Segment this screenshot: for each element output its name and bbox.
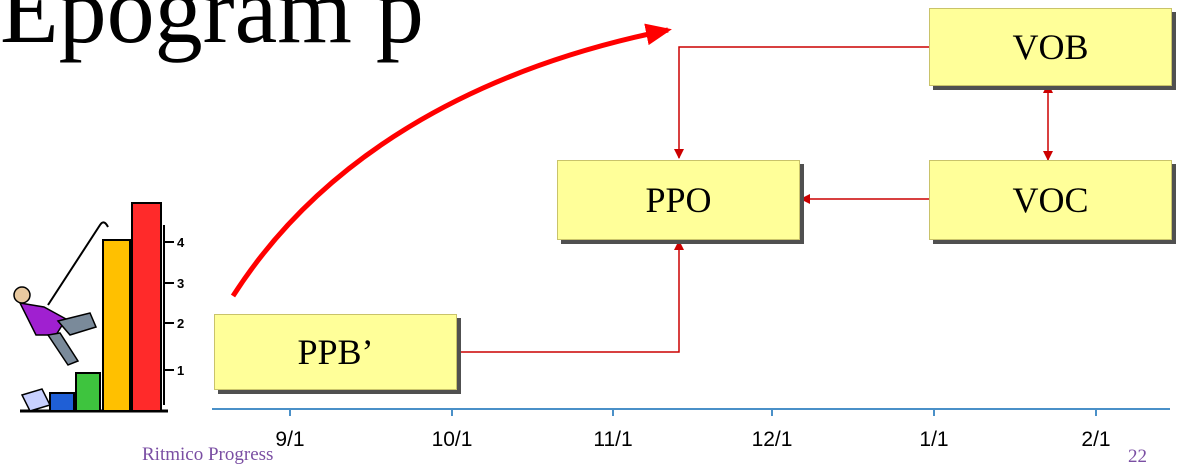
box-ppo: PPO bbox=[557, 160, 800, 240]
box-vob-label: VOB bbox=[1012, 27, 1089, 67]
timeline-tick-label: 11/1 bbox=[593, 428, 633, 451]
timeline-tick-marks bbox=[289, 409, 1097, 416]
footer-label: Ritmico Progress bbox=[142, 444, 274, 465]
connector-vob-ppo bbox=[674, 46, 930, 159]
svg-text:2: 2 bbox=[177, 316, 184, 331]
progress-arrow bbox=[230, 23, 672, 298]
svg-text:1: 1 bbox=[177, 363, 184, 378]
timeline-tick-label: 2/1 bbox=[1081, 428, 1111, 451]
svg-text:3: 3 bbox=[177, 276, 184, 291]
timeline-tick-label: 12/1 bbox=[751, 428, 793, 451]
box-voc: VOC bbox=[929, 160, 1172, 240]
box-ppo-label: PPO bbox=[645, 180, 712, 220]
timeline-tick-label: 10/1 bbox=[431, 428, 473, 451]
box-vob: VOB bbox=[929, 8, 1172, 86]
timeline-tick-label: 9/1 bbox=[275, 428, 305, 451]
connector-ppb-ppo bbox=[457, 240, 684, 353]
svg-text:4: 4 bbox=[177, 235, 185, 250]
box-ppb: PPB’ bbox=[214, 314, 457, 390]
box-voc-label: VOC bbox=[1012, 180, 1089, 220]
page-number: 22 bbox=[1128, 446, 1147, 467]
box-ppb-label: PPB’ bbox=[297, 332, 374, 372]
timeline-tick-label: 1/1 bbox=[919, 428, 949, 451]
slide-title: Epogram p bbox=[0, 0, 424, 63]
climber-clipart-icon: 4 3 2 1 bbox=[13, 202, 185, 413]
